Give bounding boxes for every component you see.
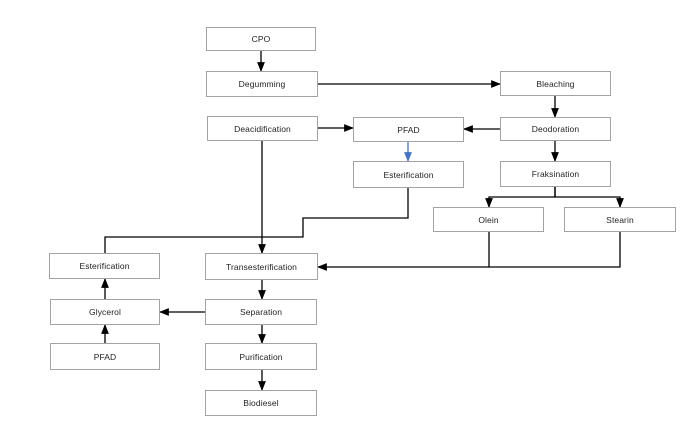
flow-node-label-deacidification: Deacidification bbox=[234, 123, 291, 134]
flow-node-purification: Purification bbox=[205, 343, 317, 370]
flow-node-olein: Olein bbox=[433, 207, 544, 232]
flow-node-label-olein: Olein bbox=[478, 214, 499, 225]
flow-node-degumming: Degumming bbox=[206, 71, 318, 97]
flow-node-bleaching: Bleaching bbox=[500, 71, 611, 96]
flow-node-label-fraksination: Fraksination bbox=[531, 169, 580, 179]
flow-node-label-pfad-top: PFAD bbox=[397, 124, 420, 135]
edge-stearin-to-transesterification bbox=[316, 232, 621, 271]
flow-node-label-esterification-left: Esterification bbox=[79, 261, 130, 271]
flow-node-label-deodoration: Deodoration bbox=[531, 124, 580, 134]
flow-node-pfad-top: PFAD bbox=[353, 117, 464, 142]
flow-node-fraksination: Fraksination bbox=[500, 161, 611, 187]
flow-node-label-cpo: CPO bbox=[251, 34, 271, 44]
flow-node-esterification-mid: Esterification bbox=[353, 161, 464, 188]
flow-node-deacidification: Deacidification bbox=[207, 116, 318, 141]
flow-node-label-separation: Separation bbox=[239, 307, 283, 317]
flow-node-label-purification: Purification bbox=[239, 351, 283, 362]
flow-node-label-glycerol: Glycerol bbox=[89, 307, 121, 317]
flow-node-transesterification: Transesterification bbox=[205, 253, 318, 280]
flow-node-cpo: CPO bbox=[206, 27, 316, 51]
flow-node-label-pfad-bottom: PFAD bbox=[93, 351, 117, 362]
flow-node-label-transesterification: Transesterification bbox=[225, 261, 298, 272]
flow-node-pfad-bottom: PFAD bbox=[50, 343, 160, 370]
flow-node-biodiesel: Biodiesel bbox=[205, 390, 317, 416]
flow-node-deodoration: Deodoration bbox=[500, 117, 611, 141]
flow-node-stearin: Stearin bbox=[564, 207, 676, 232]
flow-node-separation: Separation bbox=[205, 299, 317, 325]
edge-esterification-mid-to-esterification-left bbox=[104, 188, 409, 253]
flow-node-glycerol: Glycerol bbox=[50, 299, 160, 325]
flow-node-label-degumming: Degumming bbox=[238, 79, 286, 89]
flow-node-label-esterification-mid: Esterification bbox=[383, 169, 434, 180]
edge-fraksination-to-stearin bbox=[554, 187, 624, 209]
flow-node-esterification-left: Esterification bbox=[49, 253, 160, 279]
flow-node-label-stearin: Stearin bbox=[606, 214, 634, 225]
flow-node-label-biodiesel: Biodiesel bbox=[243, 398, 279, 408]
flow-node-label-bleaching: Bleaching bbox=[536, 78, 575, 89]
